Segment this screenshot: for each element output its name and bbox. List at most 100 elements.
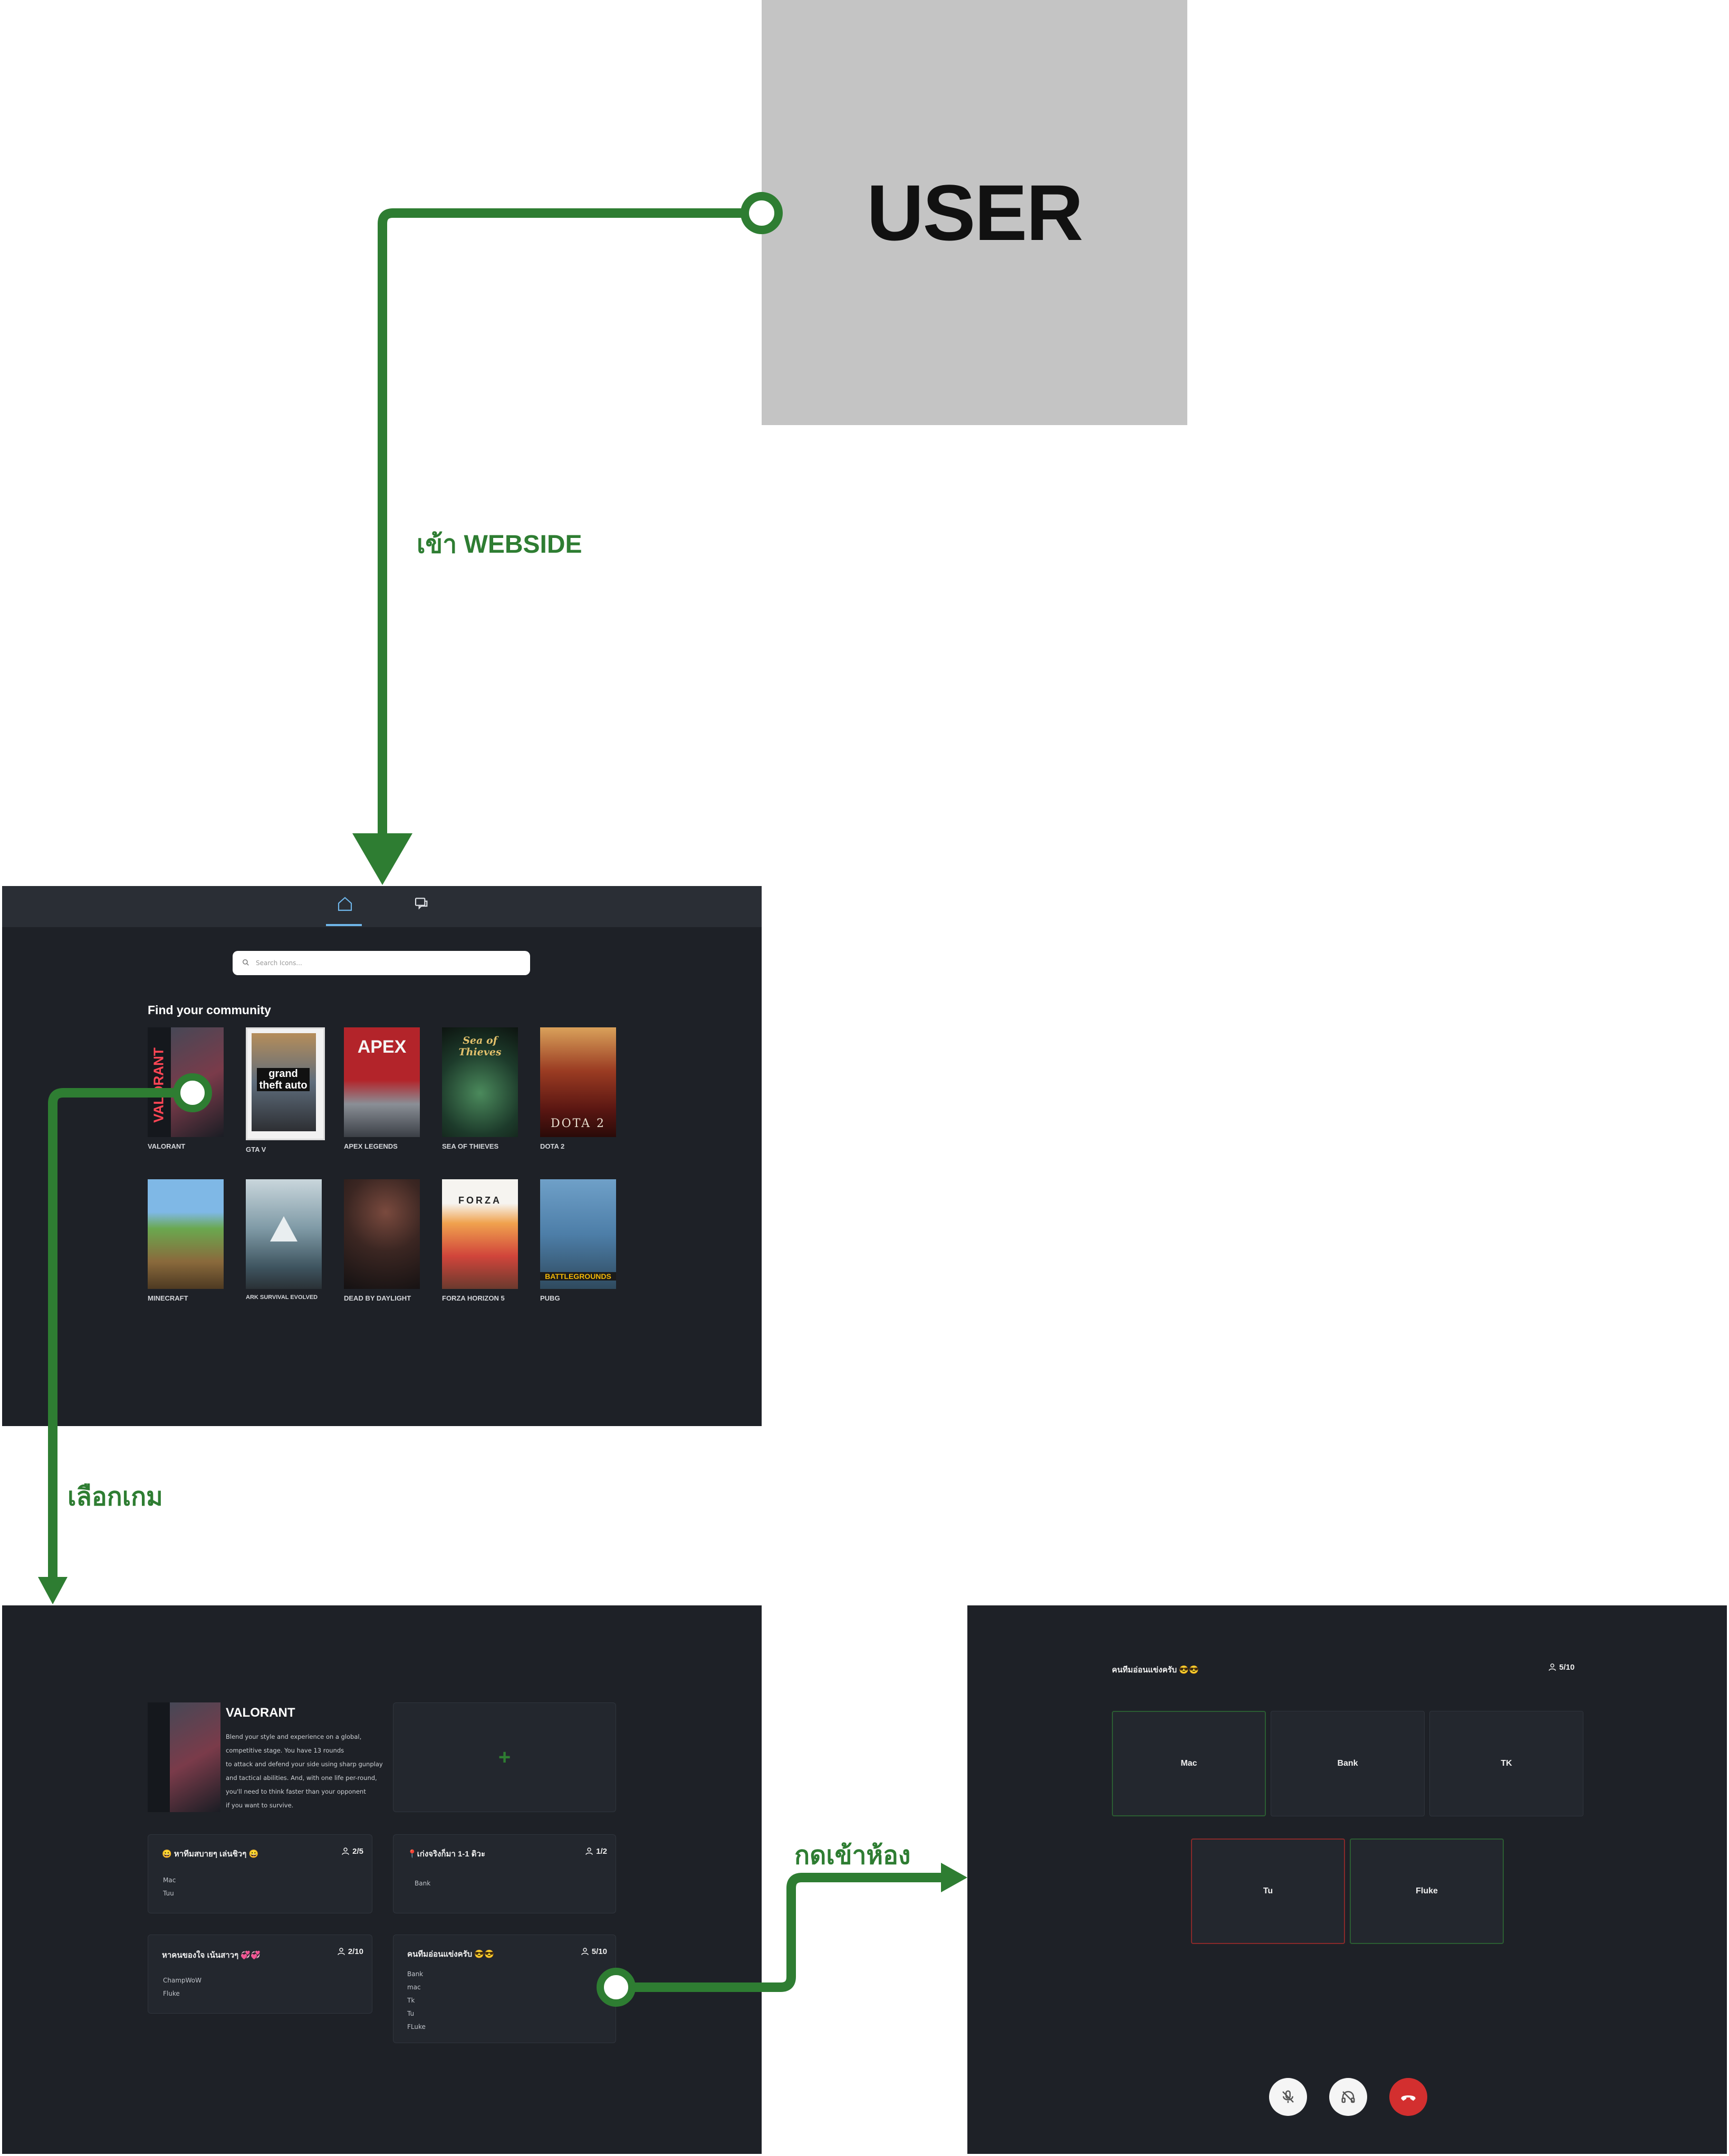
voice-room-count-value: 5/10 [1559,1662,1575,1672]
user-label: USER [867,168,1083,257]
room-title: 😀 หาทีมสบายๆ เล่นชิวๆ 😀 [162,1850,259,1859]
room-title: หาคนของใจ เน้นสาวๆ 💞💞 [162,1951,261,1960]
participant-name: Fluke [1416,1886,1438,1895]
hang-up-icon[interactable] [1389,2078,1427,2116]
member-name: Bank [407,1970,424,1978]
member-name: Mac [163,1876,176,1884]
member-list: Bank mac Tk Tu FLuke [407,1968,426,2034]
game-cover: grand theft auto [246,1027,325,1140]
user-box: USER [762,0,1187,425]
description-line: you'll need to think faster than your op… [226,1788,366,1795]
game-cover [344,1179,420,1289]
room-count: 2/10 [337,1947,363,1956]
description-line: competitive stage. You have 13 rounds [226,1747,344,1754]
user-icon [581,1948,589,1955]
room-count-value: 5/10 [591,1947,607,1956]
member-list: Mac Tuu [163,1874,176,1900]
search-input[interactable] [255,959,510,967]
game-card-apex-legends[interactable]: APEX APEX LEGENDS [344,1027,420,1150]
room-count-value: 1/2 [596,1846,607,1856]
member-name: mac [407,1984,421,1991]
flow-label-join-room: กดเข้าห้อง [794,1842,911,1870]
game-card-valorant[interactable]: VALORANT VALORANT [148,1027,224,1150]
mic-muted-icon[interactable] [1269,2078,1307,2116]
game-cover [148,1179,224,1289]
game-card-ark-survival-evolved[interactable]: ARK SURVIVAL EVOLVED [246,1179,322,1301]
room-count: 1/2 [584,1846,607,1856]
game-title: ARK SURVIVAL EVOLVED [246,1294,318,1301]
game-title: SEA OF THIEVES [442,1142,499,1150]
game-card-forza-horizon-5[interactable]: FORZA FORZA HORIZON 5 [442,1179,518,1302]
game-card-minecraft[interactable]: MINECRAFT [148,1179,224,1302]
game-cover: FORZA [442,1179,518,1289]
game-card-sea-of-thieves[interactable]: Sea of Thieves SEA OF THIEVES [442,1027,518,1150]
game-card-dead-by-daylight[interactable]: DEAD BY DAYLIGHT [344,1179,420,1302]
arrowhead-to-voice [941,1863,967,1892]
participant-name: Mac [1180,1759,1197,1768]
search-bar[interactable] [233,951,530,975]
member-list: Bank [415,1877,430,1890]
search-icon [242,958,249,968]
game-cover: Sea of Thieves [442,1027,518,1137]
description-line: Blend your style and experience on a glo… [226,1733,362,1740]
home-icon[interactable] [334,893,356,915]
arrowhead-to-home [352,833,412,885]
description-line: to attack and defend your side using sha… [226,1760,383,1768]
room-count: 5/10 [580,1947,607,1956]
room-title: คนทีมอ่อนแข่งครับ 😎😎 [407,1950,494,1959]
game-title: FORZA HORIZON 5 [442,1294,505,1302]
description-line: and tactical abilities. And, with one li… [226,1774,377,1782]
active-tab-underline [326,924,362,926]
participant-tile-speaking[interactable]: Mac [1112,1711,1266,1816]
participant-name: Bank [1337,1759,1358,1768]
game-title: MINECRAFT [148,1294,188,1302]
room-card[interactable]: 😀 หาทีมสบายๆ เล่นชิวๆ 😀 2/5 Mac Tuu [148,1834,372,1913]
member-name: Bank [415,1880,431,1887]
plus-icon: + [498,1745,511,1769]
user-icon [585,1847,593,1855]
room-title: 📍เก่งจริงก็มา 1-1 ดิวะ [407,1850,486,1859]
participant-name: Tu [1263,1886,1273,1895]
voice-room-screen: คนทีมอ่อนแข่งครับ 😎😎 5/10 Mac Bank TK Tu… [967,1605,1727,2154]
game-cover [246,1179,322,1289]
participant-tile-speaking[interactable]: Fluke [1350,1839,1504,1944]
user-icon [342,1847,349,1855]
game-card-dota-2[interactable]: DOTA 2 DOTA 2 [540,1027,616,1150]
room-count-value: 2/10 [348,1947,363,1956]
game-title: GTA V [246,1146,266,1153]
room-count-value: 2/5 [352,1846,363,1856]
home-screen: Find your community VALORANT VALORANT gr… [2,886,762,1426]
game-title: PUBG [540,1294,560,1302]
voice-room-count: 5/10 [1548,1662,1574,1672]
game-title: DOTA 2 [540,1142,565,1150]
flow-label-enter-website: เข้า WEBSIDE [417,531,582,559]
room-card[interactable]: คนทีมอ่อนแข่งครับ 😎😎 5/10 Bank mac Tk Tu… [393,1934,616,2043]
participant-tile[interactable]: TK [1429,1711,1583,1816]
participant-name: TK [1501,1759,1512,1768]
participant-tile-muted[interactable]: Tu [1191,1839,1345,1944]
user-icon [338,1948,345,1955]
member-name: Tu [407,2010,415,2017]
user-icon [1549,1663,1556,1671]
create-room-button[interactable]: + [393,1702,616,1812]
participant-tile[interactable]: Bank [1271,1711,1425,1816]
top-navbar [2,886,762,927]
arrowhead-to-game [38,1577,68,1604]
game-cover: DOTA 2 [540,1027,616,1137]
flow-label-choose-game: เลือกเกม [68,1483,163,1511]
room-count: 2/5 [341,1846,363,1856]
headphones-off-icon[interactable] [1329,2078,1367,2116]
game-title: VALORANT [226,1706,295,1720]
room-card[interactable]: 📍เก่งจริงก็มา 1-1 ดิวะ 1/2 Bank [393,1834,616,1913]
game-card-pubg[interactable]: BATTLEGROUNDS PUBG [540,1179,616,1302]
game-cover: VALORANT [148,1027,224,1137]
member-name: Tk [407,1997,415,2004]
game-card-gta-v[interactable]: grand theft auto GTA V [246,1027,325,1153]
member-name: ChampWoW [163,1977,202,1984]
member-name: Tuu [163,1890,174,1897]
chat-icon[interactable] [411,893,433,915]
member-name: Fluke [163,1990,180,1997]
room-card[interactable]: หาคนของใจ เน้นสาวๆ 💞💞 2/10 ChampWoW Fluk… [148,1934,372,2014]
member-list: ChampWoW Fluke [163,1974,201,2000]
game-cover: APEX [344,1027,420,1137]
